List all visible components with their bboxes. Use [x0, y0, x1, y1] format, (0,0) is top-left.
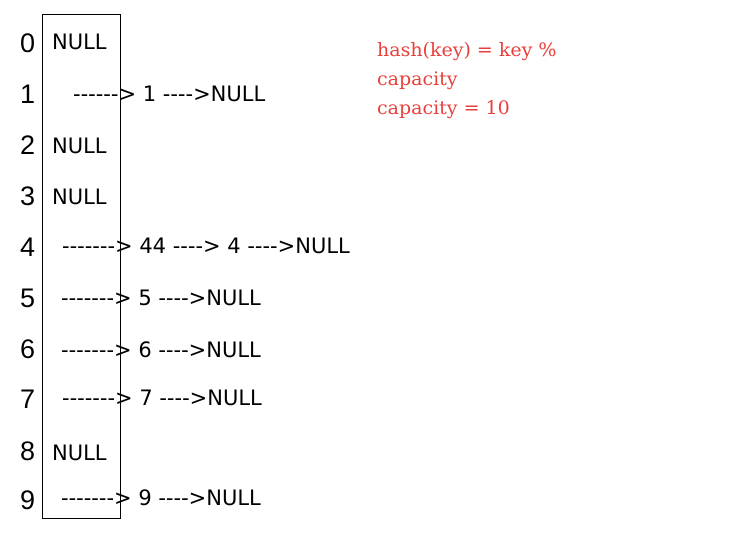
chain-bucket-7: -------> 7 ---->NULL	[62, 386, 262, 410]
chain-bucket-9: -------> 9 ---->NULL	[61, 486, 261, 510]
note-line-2: capacity	[377, 68, 458, 90]
bucket-3-null: NULL	[52, 185, 107, 209]
bucket-index-8: 8	[20, 436, 36, 466]
bucket-0-null: NULL	[52, 30, 107, 54]
bucket-index-6: 6	[20, 334, 36, 364]
chain-bucket-6: -------> 6 ---->NULL	[61, 338, 261, 362]
bucket-index-4: 4	[20, 232, 36, 262]
bucket-index-3: 3	[20, 181, 36, 211]
chain-bucket-1: ------> 1 ---->NULL	[73, 82, 266, 106]
bucket-index-7: 7	[20, 384, 36, 414]
hash-table-array	[42, 14, 121, 519]
note-line-1: hash(key) = key %	[377, 39, 557, 61]
bucket-8-null: NULL	[52, 441, 107, 465]
chain-bucket-5: -------> 5 ---->NULL	[61, 286, 261, 310]
bucket-index-5: 5	[20, 283, 36, 313]
bucket-index-1: 1	[20, 79, 36, 109]
bucket-2-null: NULL	[52, 134, 107, 158]
chain-bucket-4: -------> 44 ----> 4 ---->NULL	[62, 234, 350, 258]
hash-function-note: hash(key) = key % capacity capacity = 10	[377, 36, 556, 123]
note-line-3: capacity = 10	[377, 97, 510, 119]
bucket-index-9: 9	[20, 485, 36, 515]
bucket-index-2: 2	[20, 130, 36, 160]
bucket-index-0: 0	[20, 28, 36, 58]
